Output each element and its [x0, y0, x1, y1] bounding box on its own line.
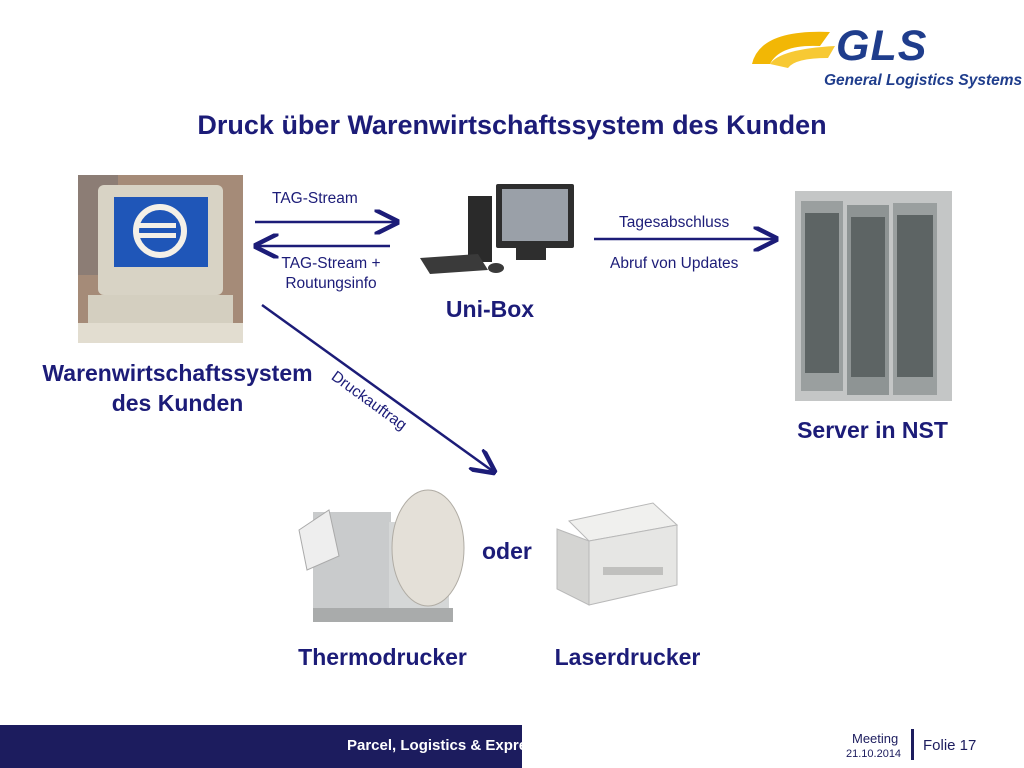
arrow-druckauftrag	[261, 303, 494, 472]
footer-tagline: Parcel, Logistics & Express	[347, 737, 544, 754]
label-tagesabschluss: Tagesabschluss	[619, 214, 730, 231]
laser-label: Laserdrucker	[554, 644, 701, 670]
footer-date: 21.10.2014	[846, 748, 902, 760]
wws-label-line1: Warenwirtschaftssystem	[42, 360, 313, 386]
wws-label-line2: des Kunden	[111, 390, 244, 416]
label-tag-stream-routing-line1: TAG-Stream +	[281, 255, 381, 272]
wws-computer-image	[78, 175, 243, 343]
footer-bar	[0, 725, 522, 768]
laser-printer-image	[553, 497, 681, 610]
thermo-printer-image	[293, 488, 465, 630]
unibox-label: Uni-Box	[445, 296, 535, 322]
server-image	[795, 191, 952, 401]
logo-name: GLS	[836, 22, 928, 70]
server-label: Server in NST	[797, 417, 948, 443]
thermo-label: Thermodrucker	[298, 644, 467, 670]
label-tag-stream-routing: TAG-Stream + Routungsinfo	[266, 254, 396, 294]
label-tag-stream-routing-line2: Routungsinfo	[285, 275, 377, 292]
wws-label: Warenwirtschaftssystem des Kunden	[20, 358, 335, 418]
logo-subtitle: General Logistics Systems	[824, 72, 1023, 89]
label-tag-stream: TAG-Stream	[272, 190, 358, 207]
slide-title: Druck über Warenwirtschaftssystem des Ku…	[197, 110, 827, 140]
footer-slide-number: Folie 17	[923, 737, 977, 754]
oder-label: oder	[482, 538, 532, 564]
footer-separator	[911, 729, 914, 760]
unibox-computer-image	[418, 180, 578, 280]
footer-meeting: Meeting	[852, 731, 899, 746]
gls-swoosh-icon	[752, 31, 835, 68]
label-abruf-updates: Abruf von Updates	[610, 255, 739, 272]
gls-logo	[740, 22, 1000, 92]
